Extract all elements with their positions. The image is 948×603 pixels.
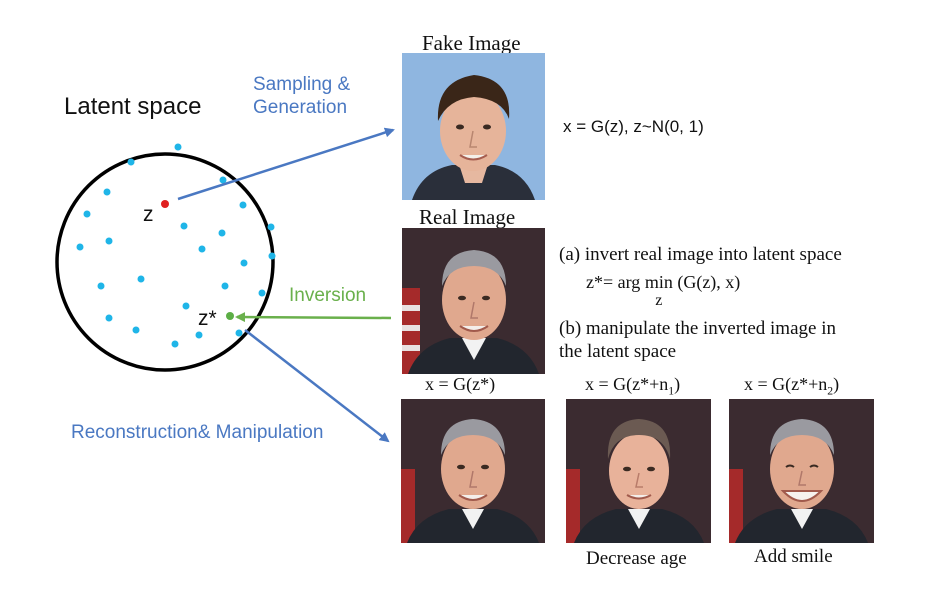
real-face-image <box>402 228 545 374</box>
latent-dot <box>199 246 206 253</box>
latent-dot <box>106 315 113 322</box>
decrease-age-face-image <box>566 399 711 543</box>
output-label-decrease-age: x = G(z*+n1) <box>585 374 680 398</box>
latent-dot <box>183 303 190 310</box>
reconstruction-label: Reconstruction& Manipulation <box>71 422 323 444</box>
latent-dot <box>138 276 145 283</box>
argmin-suffix: (G(z), x) <box>673 272 740 292</box>
argmin-subscript: z <box>645 292 673 310</box>
output-label-tail: ) <box>674 374 680 394</box>
latent-dot <box>181 223 188 230</box>
fake-face-image <box>402 53 545 200</box>
step-b-line1: (b) manipulate the inverted image in <box>559 318 836 340</box>
argmin-operator: min z <box>645 272 673 293</box>
sampling-label-line1: Sampling & <box>253 74 350 96</box>
latent-dot <box>220 177 227 184</box>
latent-space-circle <box>57 154 273 370</box>
latent-dot <box>240 202 247 209</box>
inversion-arrow <box>237 317 391 318</box>
real-image-title: Real Image <box>419 205 515 230</box>
latent-dot <box>259 290 266 297</box>
argmin-op: min <box>645 272 673 292</box>
add-smile-face-image <box>729 399 874 543</box>
latent-dot <box>106 238 113 245</box>
latent-dot <box>269 253 276 260</box>
latent-dot <box>172 341 179 348</box>
step-b-line2: the latent space <box>559 341 676 363</box>
add-smile-caption: Add smile <box>754 546 833 568</box>
latent-dot <box>236 330 243 337</box>
output-label-main: x = G(z*+n <box>744 374 827 394</box>
output-label-reconstruction: x = G(z*) <box>425 374 495 395</box>
z-star-point <box>226 312 234 320</box>
reconstructed-face-image <box>401 399 545 543</box>
latent-dot <box>98 283 105 290</box>
fake-image-equation: x = G(z), z~N(0, 1) <box>563 117 704 137</box>
latent-dot <box>133 327 140 334</box>
z-star-label: z* <box>198 307 217 331</box>
step-a-text: (a) invert real image into latent space <box>559 244 842 266</box>
argmin-prefix: z*= arg <box>586 272 640 292</box>
latent-dot <box>84 211 91 218</box>
latent-dot <box>241 260 248 267</box>
decrease-age-caption: Decrease age <box>586 548 687 570</box>
latent-dot <box>175 144 182 151</box>
latent-dot <box>77 244 84 251</box>
output-label-main: x = G(z*) <box>425 374 495 394</box>
z-point <box>161 200 169 208</box>
latent-dot <box>268 224 275 231</box>
output-label-main: x = G(z*+n <box>585 374 668 394</box>
output-label-tail: ) <box>833 374 839 394</box>
latent-dot <box>219 230 226 237</box>
output-label-add-smile: x = G(z*+n2) <box>744 374 839 398</box>
latent-dot <box>104 189 111 196</box>
latent-dot <box>196 332 203 339</box>
z-label: z <box>143 203 154 227</box>
latent-dot <box>128 159 135 166</box>
argmin-equation: z*= arg min z (G(z), x) <box>586 272 740 293</box>
latent-dot <box>222 283 229 290</box>
sampling-label-line2: Generation <box>253 97 347 119</box>
inversion-label: Inversion <box>289 285 366 307</box>
